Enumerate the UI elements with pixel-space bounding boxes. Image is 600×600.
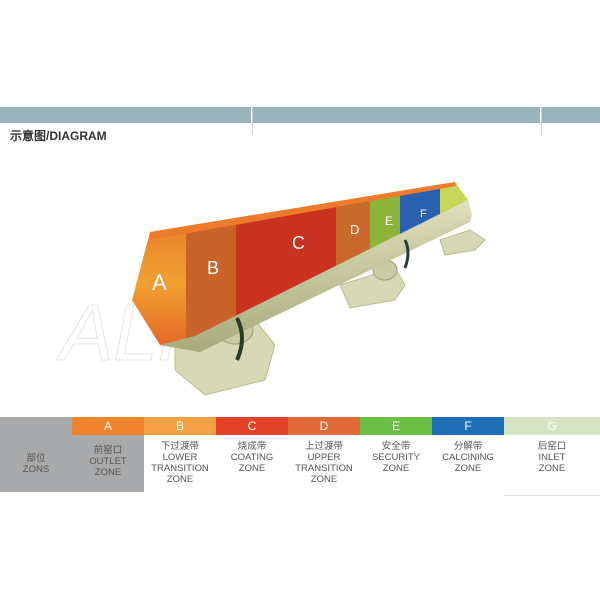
zone-name-en: INLET (538, 452, 566, 463)
zone-name-en: ZONE (454, 463, 482, 474)
zone-name-en: ZONE (166, 474, 194, 485)
kiln-rim (150, 182, 456, 240)
zone-name-en: COATING (230, 452, 274, 463)
zone-name-en: SECURITY (371, 452, 421, 463)
divider (252, 107, 253, 135)
zone-name-cn: 烧成带 (237, 441, 267, 452)
zone-name-en: ZONE (310, 474, 338, 485)
zone-label: D (350, 222, 359, 237)
zone-name-cn: 安全带 (381, 441, 411, 452)
zone-name-cn: 后窑口 (537, 441, 567, 452)
header-bar (542, 107, 600, 123)
tyre-ring (235, 317, 244, 361)
zone-label: C (292, 233, 305, 253)
kiln-shell-outer (160, 200, 472, 352)
tyre-ring (403, 239, 410, 269)
row-label-en: ZONS (22, 464, 50, 475)
header-bar (253, 107, 540, 123)
header-bar (0, 107, 251, 123)
zone-name-en: ZONE (538, 463, 566, 474)
zone-label: E (385, 214, 393, 228)
zone-header: D (288, 417, 360, 435)
page-title: 示意图/DIAGRAM (10, 129, 107, 143)
zone-name-cn: 上过渡带 (304, 441, 343, 452)
zone-name-en: CALCINING (442, 452, 494, 463)
zone-header: A (72, 417, 144, 435)
zone-name-cn: 前窑口 (93, 445, 123, 456)
zone-name-en: ZONE (382, 463, 410, 474)
zone-name-cn: 下过渡带 (160, 441, 199, 452)
zone-name-en: UPPER (307, 452, 341, 463)
zone-header: G (504, 417, 600, 435)
divider (541, 107, 542, 135)
zone-name-cn: 分解带 (453, 441, 483, 452)
zone-header: C (216, 417, 288, 435)
support-base (439, 229, 486, 256)
zone-name-en: ZONE (94, 467, 122, 478)
zone-name-en: OUTLET (89, 456, 127, 467)
zone-name-en: ZONE (238, 463, 266, 474)
zone-label: F (420, 208, 427, 220)
zone-header: B (144, 417, 216, 435)
zone-name-en: LOWER (162, 452, 198, 463)
zone-label: A (152, 270, 167, 295)
zone-header: E (360, 417, 432, 435)
zone-header: F (432, 417, 504, 435)
row-label-cn: 部位 (26, 453, 46, 464)
zones-row-label: 部位 ZONS (0, 417, 72, 492)
zone-g (440, 182, 468, 345)
zone-name-en: TRANSITION (295, 463, 353, 474)
zone-label: B (207, 258, 219, 278)
zone-name-en: TRANSITION (151, 463, 209, 474)
